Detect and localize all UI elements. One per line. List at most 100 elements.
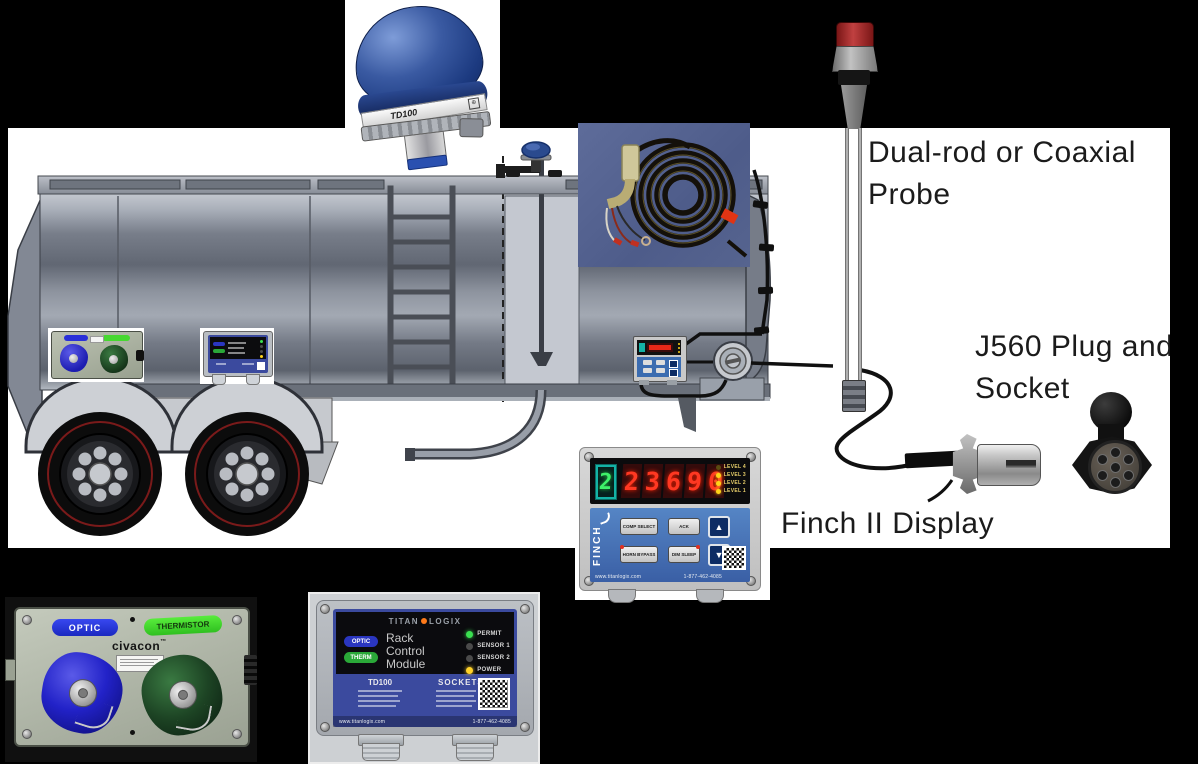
wheels xyxy=(38,412,309,536)
level4-led xyxy=(715,464,721,470)
socket-pin xyxy=(1097,454,1108,465)
rcm-footer: www.titanlogix.com 1-877-462-4085 xyxy=(333,716,517,727)
screw xyxy=(520,722,530,732)
civacon-brand: civacon™ xyxy=(112,639,167,653)
titan-logix-dot-logo xyxy=(421,618,428,624)
finch-display: 2 2 3 6 9 0 LEVEL 4 LEVEL 3 LEVEL 2 LEVE… xyxy=(579,447,761,603)
rcm-lower-panel: TD100 SOCKETS xyxy=(336,674,514,714)
finch-website: www.titanlogix.com xyxy=(595,574,642,580)
sensor1-led xyxy=(466,642,474,650)
td100-model-text: TD100 xyxy=(389,107,418,122)
power-led xyxy=(466,666,474,674)
j560-plug xyxy=(904,432,1045,498)
probe-label-line2: Probe xyxy=(868,178,951,211)
thermistor-tether xyxy=(175,700,213,734)
coiled-cable-art xyxy=(605,138,748,258)
mounting-ear xyxy=(5,659,16,681)
screw xyxy=(520,604,530,614)
level3-label: LEVEL 3 xyxy=(723,472,746,478)
mounting-foot xyxy=(608,589,636,603)
plug-barrel xyxy=(977,444,1041,486)
dim-sleep-indicator xyxy=(696,545,700,549)
plug-label-line2: Socket xyxy=(975,372,1070,405)
rcm-website: www.titanlogix.com xyxy=(339,719,386,725)
socket-pin xyxy=(1110,462,1121,473)
rack-control-module-mini xyxy=(200,328,274,385)
mini-optic-cover xyxy=(60,344,88,372)
mini-thermistor-cover xyxy=(100,345,128,373)
horn-bypass-indicator xyxy=(620,545,624,549)
level2-led xyxy=(715,480,721,486)
civacon-box-mini xyxy=(48,328,144,382)
horn-bypass-button[interactable]: HORN BYPASS xyxy=(620,545,658,563)
screw xyxy=(22,729,32,739)
plug-slot xyxy=(1006,460,1036,468)
rcm-qr-code xyxy=(478,678,510,710)
screw xyxy=(22,615,32,625)
civacon-box: OPTIC THERMISTOR civacon™ xyxy=(5,597,257,762)
td100-cert-mark: ⊕ xyxy=(467,97,481,110)
screw xyxy=(320,722,330,732)
screw xyxy=(746,452,756,462)
rcm-led-column: PERMIT SENSOR 1 SENSOR 2 POWER xyxy=(466,628,510,676)
digit-cell: 6 xyxy=(662,464,685,498)
compartment-digit: 2 xyxy=(598,469,614,495)
digit-cell: 2 xyxy=(620,464,643,498)
finch-brand: FINCH xyxy=(592,525,603,567)
probe-label: Dual-rod or Coaxial Probe xyxy=(868,132,1170,220)
level1-label: LEVEL 1 xyxy=(723,488,746,494)
cable-gland xyxy=(452,734,498,761)
probe-taper xyxy=(841,85,867,129)
mini-gland xyxy=(136,350,144,361)
screw xyxy=(232,615,242,625)
reading-digits: 2 3 6 9 0 xyxy=(620,464,727,498)
screw xyxy=(584,452,594,462)
probe-label-line1: Dual-rod or Coaxial xyxy=(868,136,1136,169)
plug-label-line1: J560 Plug and xyxy=(975,330,1170,363)
finch-display-label: Finch II Display xyxy=(781,507,995,540)
up-arrow-button[interactable]: ▲ xyxy=(708,516,730,538)
level1-led xyxy=(715,488,721,494)
screw xyxy=(320,604,330,614)
socket-pin xyxy=(1110,477,1121,488)
dim-sleep-button[interactable]: DIM SLEEP xyxy=(668,545,700,563)
rcm-title: Rack Control Module xyxy=(386,631,426,671)
j560-socket xyxy=(1072,392,1152,502)
compartment-digit-cell: 2 xyxy=(595,464,617,500)
digit-cell: 9 xyxy=(683,464,706,498)
sockets-section-label: SOCKETS xyxy=(438,678,484,687)
optic-label-pill: OPTIC xyxy=(52,619,118,636)
level4-label: LEVEL 4 xyxy=(723,464,746,470)
ack-button[interactable]: ACK xyxy=(668,518,700,535)
socket-face xyxy=(1088,440,1142,494)
civacon-plate: OPTIC THERMISTOR civacon™ xyxy=(14,607,250,747)
td100-section-label: TD100 xyxy=(368,678,393,687)
tank-front-head xyxy=(7,195,43,441)
mounting-foot xyxy=(696,589,724,603)
round-gauge-fitting xyxy=(713,341,753,381)
mini-thermistor-pill xyxy=(102,335,130,341)
cable-runs xyxy=(639,169,954,503)
socket-pin xyxy=(1123,454,1134,465)
wheel-rear xyxy=(185,412,309,536)
probe-rod-left xyxy=(845,128,849,382)
finch-qr-code xyxy=(722,546,746,570)
probe-ferrule xyxy=(842,380,866,412)
probe-cable-photo xyxy=(578,123,750,267)
permit-led xyxy=(466,630,474,638)
socket-pin xyxy=(1123,470,1134,481)
probe-rod-right xyxy=(858,128,862,382)
socket-pin xyxy=(1110,447,1121,458)
finch-phone: 1-877-462-4085 xyxy=(683,574,722,580)
comp-select-button[interactable]: COMP SELECT xyxy=(620,518,658,535)
thermistor-label-pill: THERMISTOR xyxy=(143,614,223,637)
sensor2-led xyxy=(466,654,474,662)
probe-collar xyxy=(838,70,870,85)
finch-keypad-panel: FINCH COMP SELECT ACK ▲ HORN BYPASS DIM … xyxy=(590,508,750,582)
